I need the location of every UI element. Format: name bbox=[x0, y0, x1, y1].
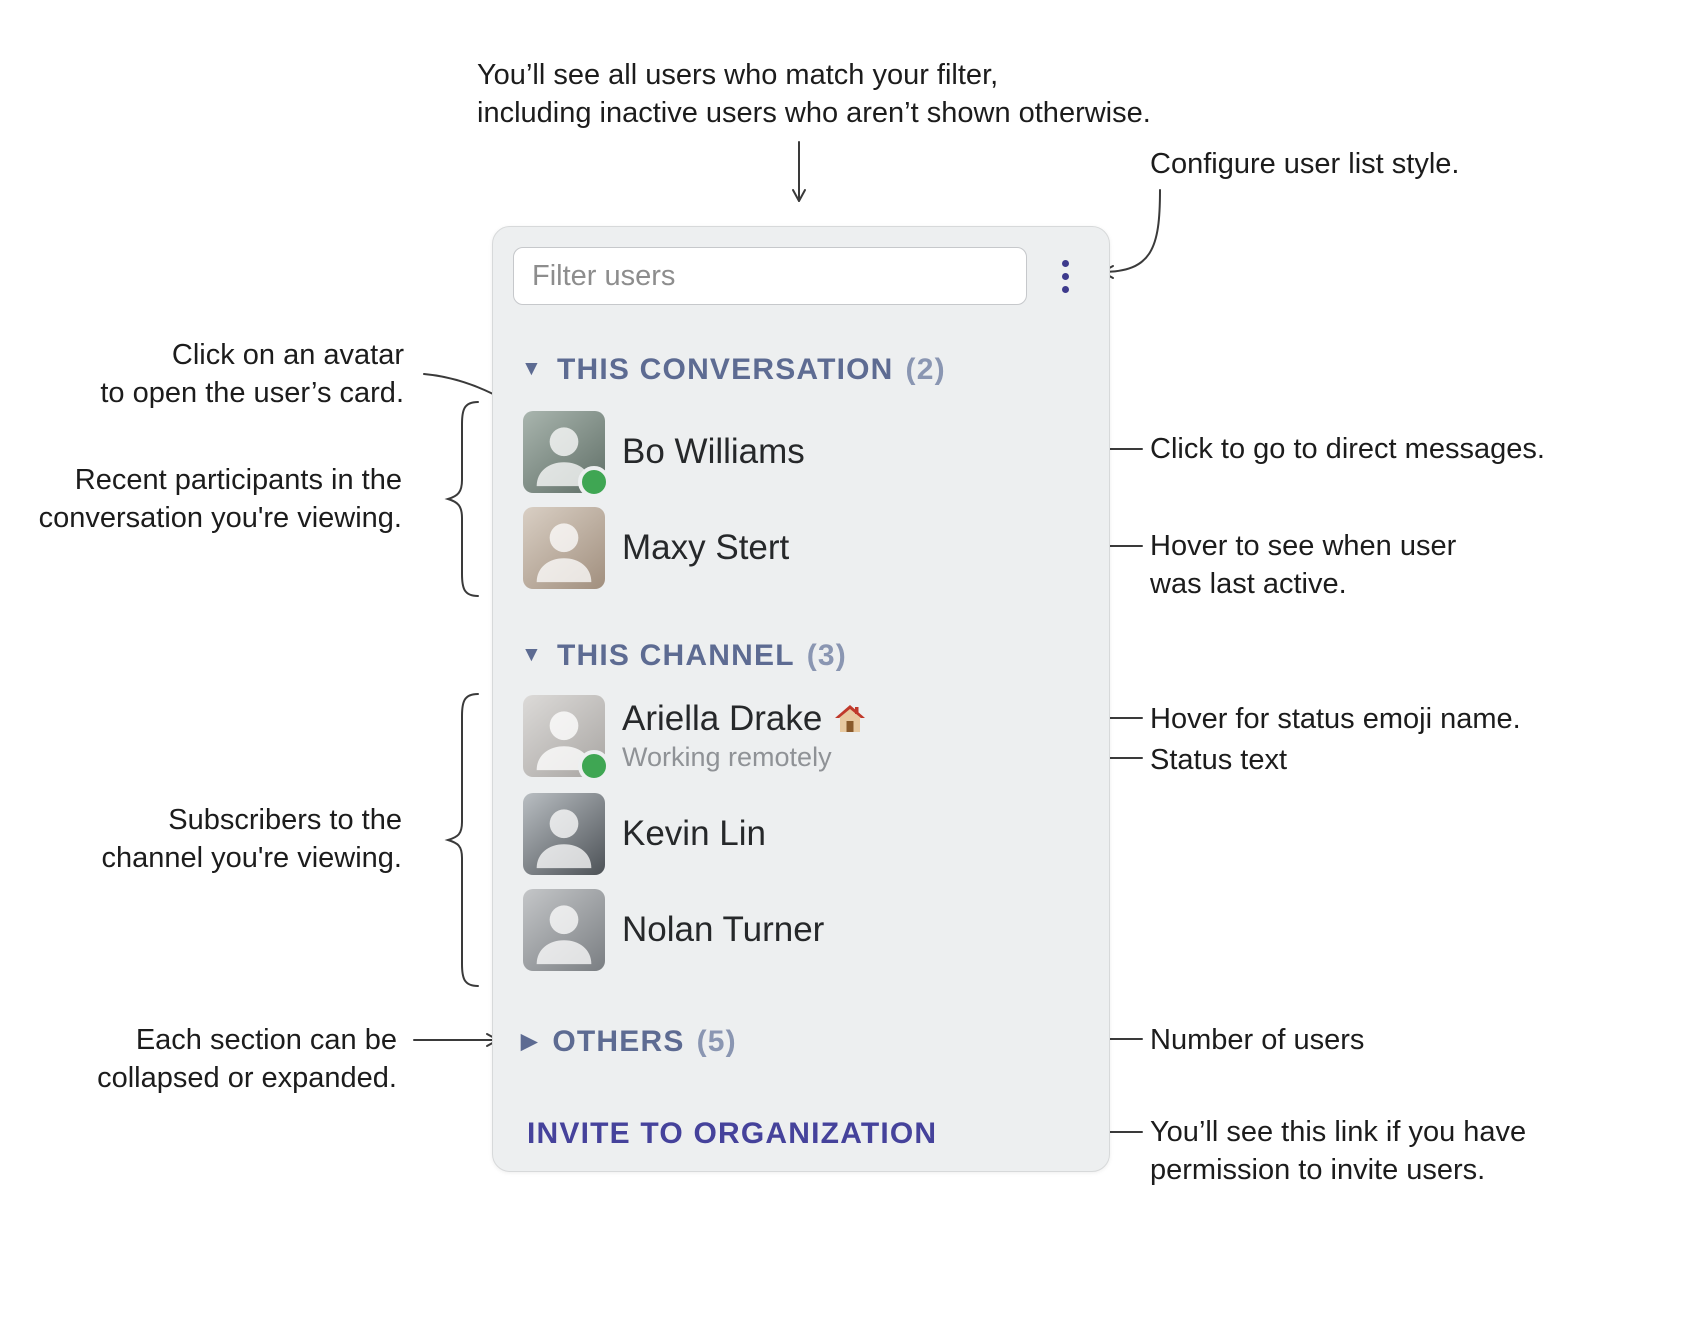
user-list-menu-button[interactable] bbox=[1041, 247, 1089, 305]
section-title: OTHERS bbox=[552, 1025, 685, 1058]
user-status-text: Working remotely bbox=[622, 742, 832, 772]
section-title: THIS CONVERSATION bbox=[557, 353, 894, 386]
annotation-line: conversation you're viewing. bbox=[38, 502, 402, 534]
user-text-column: Ariella Drake Working remotely bbox=[622, 699, 866, 773]
annotation-number-of-users: Number of users bbox=[1150, 1021, 1364, 1059]
section-title: THIS CHANNEL bbox=[557, 639, 795, 672]
user-name-line: Ariella Drake bbox=[622, 699, 866, 739]
triangle-right-icon: ▶ bbox=[521, 1029, 539, 1053]
annotation-line: permission to invite users. bbox=[1150, 1154, 1486, 1186]
brace-recent-participants bbox=[444, 401, 479, 597]
section-header-this-channel[interactable]: ▼ THIS CHANNEL (3) bbox=[521, 639, 847, 673]
section-count: (5) bbox=[696, 1025, 737, 1058]
section-header-others[interactable]: ▶ OTHERS (5) bbox=[521, 1025, 737, 1059]
user-row-kevin-lin: Kevin Lin bbox=[523, 793, 766, 875]
line-configure bbox=[1101, 189, 1161, 279]
annotation-line: Hover for status emoji name. bbox=[1150, 703, 1521, 735]
user-name[interactable]: Kevin Lin bbox=[622, 814, 766, 853]
brace-subscribers bbox=[444, 693, 479, 987]
vertical-ellipsis-icon bbox=[1061, 272, 1069, 280]
annotation-line: Configure user list style. bbox=[1150, 148, 1460, 180]
triangle-down-icon: ▼ bbox=[521, 357, 543, 380]
annotation-line: Recent participants in the bbox=[74, 464, 402, 496]
annotation-subscribers: Subscribers to the channel you're viewin… bbox=[101, 801, 402, 877]
annotation-direct-messages: Click to go to direct messages. bbox=[1150, 430, 1545, 468]
annotation-recent-participants: Recent participants in the conversation … bbox=[39, 461, 402, 537]
annotation-last-active: Hover to see when user was last active. bbox=[1150, 527, 1456, 603]
annotation-line: to open the user’s card. bbox=[100, 377, 404, 409]
annotation-line: was last active. bbox=[1150, 568, 1347, 600]
user-row-bo-williams: Bo Williams bbox=[523, 411, 805, 498]
triangle-down-icon: ▼ bbox=[521, 643, 543, 666]
annotation-filter-note: You’ll see all users who match your filt… bbox=[477, 56, 1151, 132]
invite-to-organization-link[interactable]: INVITE TO ORGANIZATION bbox=[527, 1117, 938, 1150]
user-name[interactable]: Ariella Drake bbox=[622, 699, 823, 738]
house-status-emoji[interactable] bbox=[834, 703, 866, 735]
user-list-panel: ▼ THIS CONVERSATION (2) Bo Williams Maxy… bbox=[492, 226, 1110, 1172]
user-row-ariella-drake: Ariella Drake Working remotely bbox=[523, 695, 866, 782]
annotation-line: collapsed or expanded. bbox=[97, 1062, 397, 1094]
presence-online-dot bbox=[578, 750, 610, 782]
avatar-ariella-drake[interactable] bbox=[523, 695, 610, 782]
annotation-collapse-sections: Each section can be collapsed or expande… bbox=[97, 1021, 397, 1097]
section-count: (3) bbox=[806, 639, 847, 672]
annotation-line: You’ll see this link if you have bbox=[1150, 1116, 1527, 1148]
annotation-line: including inactive users who aren’t show… bbox=[477, 97, 1151, 129]
annotation-status-text: Status text bbox=[1150, 741, 1287, 779]
annotation-line: Number of users bbox=[1150, 1024, 1365, 1056]
annotation-line: You’ll see all users who match your filt… bbox=[477, 59, 999, 91]
user-name[interactable]: Maxy Stert bbox=[622, 528, 790, 567]
annotation-line: channel you're viewing. bbox=[101, 842, 402, 874]
avatar-nolan-turner[interactable] bbox=[523, 889, 605, 971]
avatar-maxy-stert[interactable] bbox=[523, 507, 605, 589]
annotation-line: Click on an avatar bbox=[171, 339, 404, 371]
annotation-configure: Configure user list style. bbox=[1150, 145, 1459, 183]
annotation-status-emoji-hover: Hover for status emoji name. bbox=[1150, 700, 1521, 738]
presence-online-dot bbox=[578, 466, 610, 498]
annotation-line: Subscribers to the bbox=[168, 804, 402, 836]
filter-row bbox=[513, 247, 1089, 305]
annotation-invite-permission: You’ll see this link if you have permiss… bbox=[1150, 1113, 1526, 1189]
section-header-this-conversation[interactable]: ▼ THIS CONVERSATION (2) bbox=[521, 353, 946, 387]
user-name[interactable]: Bo Williams bbox=[622, 432, 805, 471]
vertical-ellipsis-icon bbox=[1061, 285, 1069, 293]
section-count: (2) bbox=[905, 353, 946, 386]
avatar-kevin-lin[interactable] bbox=[523, 793, 605, 875]
avatar-bo-williams[interactable] bbox=[523, 411, 610, 498]
vertical-ellipsis-icon bbox=[1061, 259, 1069, 267]
user-row-maxy-stert: Maxy Stert bbox=[523, 507, 789, 589]
annotation-line: Click to go to direct messages. bbox=[1150, 433, 1545, 465]
annotation-line: Hover to see when user bbox=[1150, 530, 1457, 562]
user-name[interactable]: Nolan Turner bbox=[622, 910, 825, 949]
user-row-nolan-turner: Nolan Turner bbox=[523, 889, 824, 971]
annotation-line: Each section can be bbox=[135, 1024, 397, 1056]
annotation-line: Status text bbox=[1150, 744, 1288, 776]
annotation-avatar-click: Click on an avatar to open the user’s ca… bbox=[100, 336, 404, 412]
filter-users-input[interactable] bbox=[513, 247, 1027, 305]
